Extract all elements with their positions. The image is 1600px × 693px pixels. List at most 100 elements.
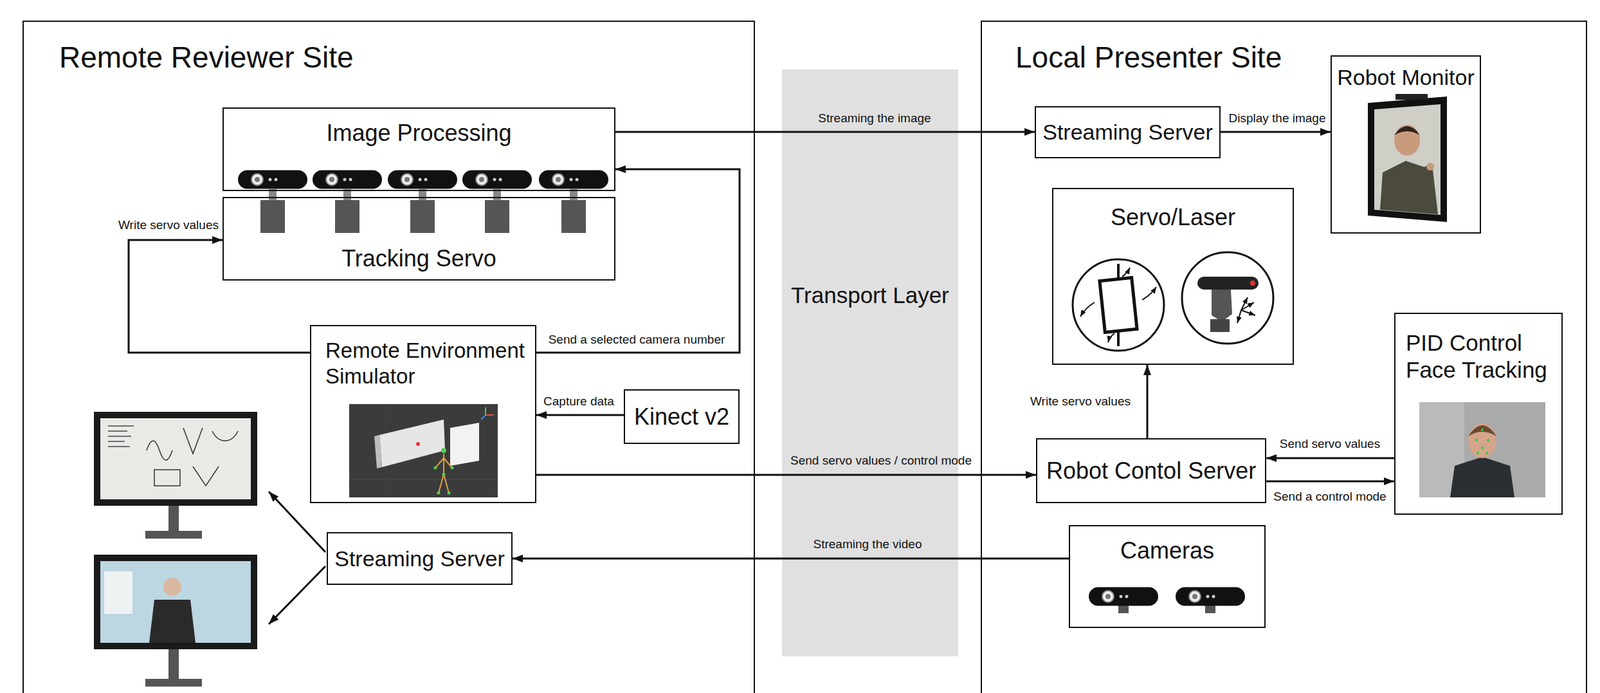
connector-arrow [1146, 364, 1149, 438]
server-box: Streaming Server [1034, 106, 1221, 159]
process-box: Remote Environment Simulator [309, 324, 537, 503]
simulator-image-part [349, 403, 498, 498]
server-box: Robot Contol Server [1036, 437, 1267, 503]
servo-laser-icons [1072, 252, 1274, 351]
servo-laser-icons-part [1210, 318, 1230, 332]
connector-arrow [128, 239, 310, 353]
servo-laser-icons-part [1122, 267, 1130, 277]
connector-arrow [1220, 131, 1331, 134]
edge-label: Display the image [1228, 111, 1326, 127]
presenter-cameras-part [1118, 605, 1129, 613]
process-box: Image Processing [222, 107, 616, 191]
robot-monitor-image-part [1414, 168, 1429, 181]
robot-monitor-image-part [1395, 93, 1428, 100]
camera-box-label: Cameras [1120, 536, 1215, 564]
tracking-cameras-part [462, 170, 532, 190]
edge-label-holder: Send servo values / control mode [790, 453, 972, 469]
tracking-cameras [237, 170, 609, 234]
monitor-box: Robot Monitor [1330, 55, 1482, 234]
face-tracking-photo-part [1481, 428, 1484, 431]
reviewer-monitors-part [104, 571, 133, 614]
device-box: Kinect v2 [623, 389, 740, 444]
simulator-image-part [379, 419, 446, 467]
robot-monitor-image-part [1380, 160, 1438, 215]
presenter-cameras [1088, 587, 1246, 614]
reviewer-monitors-part [145, 530, 202, 539]
simulator-image-part [438, 473, 444, 493]
monitor-box-label: Robot Monitor [1336, 64, 1475, 91]
simulator-image [349, 403, 498, 498]
servo-laser-icons-part [1072, 259, 1164, 351]
robot-monitor-image-part [1394, 124, 1420, 156]
connector-arrow [615, 131, 1035, 134]
servo-laser-icons-part [1241, 309, 1256, 316]
servo-laser-icons-part [1241, 297, 1248, 310]
face-tracking-photo [1419, 401, 1546, 498]
process-box-label: Remote Environment Simulator [325, 337, 527, 389]
edge-label-holder: Streaming the video [813, 536, 923, 552]
actuator-box-label: Servo/Laser [1110, 203, 1236, 231]
reviewer-monitors-part [100, 560, 251, 643]
transport-band-label: Transport Layer [790, 281, 950, 309]
servo-laser-icons-part [1237, 309, 1242, 323]
transport-band: Transport Layer [781, 69, 959, 656]
reviewer-monitors-part [168, 648, 179, 679]
simulator-image-part [374, 434, 382, 469]
simulator-image-part [349, 479, 498, 480]
edge-label-holder: Streaming the image [818, 111, 931, 127]
tracking-cameras-part [410, 200, 435, 233]
robot-monitor-image-part [1374, 104, 1441, 215]
servo-laser-icons-part [1211, 289, 1233, 322]
edge-label: Send servo values / control mode [790, 453, 972, 469]
servo-laser-icons-part [1197, 276, 1259, 290]
simulator-image-part [443, 453, 445, 474]
site-region-label: Remote Reviewer Site [59, 39, 354, 76]
tracking-cameras-part [484, 200, 510, 233]
reviewer-monitors-part [93, 554, 258, 649]
tracking-cameras-part [335, 200, 360, 233]
edge-label: Capture data [543, 394, 615, 410]
tracking-box-label: PID Control Face Tracking [1405, 329, 1553, 384]
server-box-label: Streaming Server [1042, 118, 1213, 146]
robot-monitor-image [1367, 93, 1447, 222]
edge-label: Write servo values [1030, 394, 1131, 410]
tracking-box: PID Control Face Tracking [1394, 312, 1563, 515]
connector-arrow [512, 557, 1069, 560]
servo-laser-icons-part [1117, 263, 1120, 280]
face-tracking-photo-part [1468, 423, 1497, 458]
server-box: Streaming Server [326, 531, 513, 585]
simulator-image-part [481, 414, 486, 420]
reviewer-monitors-part [108, 425, 134, 447]
edge-label-holder: Write servo values [118, 218, 219, 233]
simulator-image-part [435, 457, 444, 468]
edge-label-holder: Send a control mode [1273, 489, 1386, 505]
device-box-label: Kinect v2 [634, 402, 730, 431]
face-tracking-photo-part [1481, 446, 1484, 449]
servo-laser-icons-part [1181, 252, 1274, 344]
presenter-cameras-part [1205, 605, 1216, 613]
process-box: Tracking Servo [222, 196, 616, 281]
tracking-cameras-part [387, 170, 458, 190]
edge-label: Send a selected camera number [548, 332, 726, 348]
tracking-cameras-part [237, 170, 308, 190]
process-box-label: Tracking Servo [341, 244, 497, 273]
face-tracking-photo-part [1419, 401, 1546, 498]
connector-arrow [536, 473, 1037, 476]
simulator-image-part [450, 466, 455, 470]
reviewer-monitors-part [268, 491, 326, 552]
robot-monitor-image-part [1394, 126, 1420, 136]
simulator-image-part [447, 491, 451, 495]
reviewer-monitors-part [168, 505, 179, 531]
simulator-image-part [441, 447, 447, 453]
servo-laser-icons-part [1108, 333, 1115, 343]
simulator-image-part [443, 473, 449, 493]
simulator-image-part [434, 466, 438, 470]
edge-label: Send servo values [1279, 436, 1381, 452]
actuator-box: Servo/Laser [1052, 187, 1294, 365]
servo-laser-icons-part [1080, 302, 1095, 317]
reviewer-monitors-part [146, 427, 238, 486]
simulator-image-part [416, 441, 420, 446]
edge-label-holder: Capture data [543, 394, 615, 410]
servo-laser-icons-part [1142, 286, 1157, 300]
